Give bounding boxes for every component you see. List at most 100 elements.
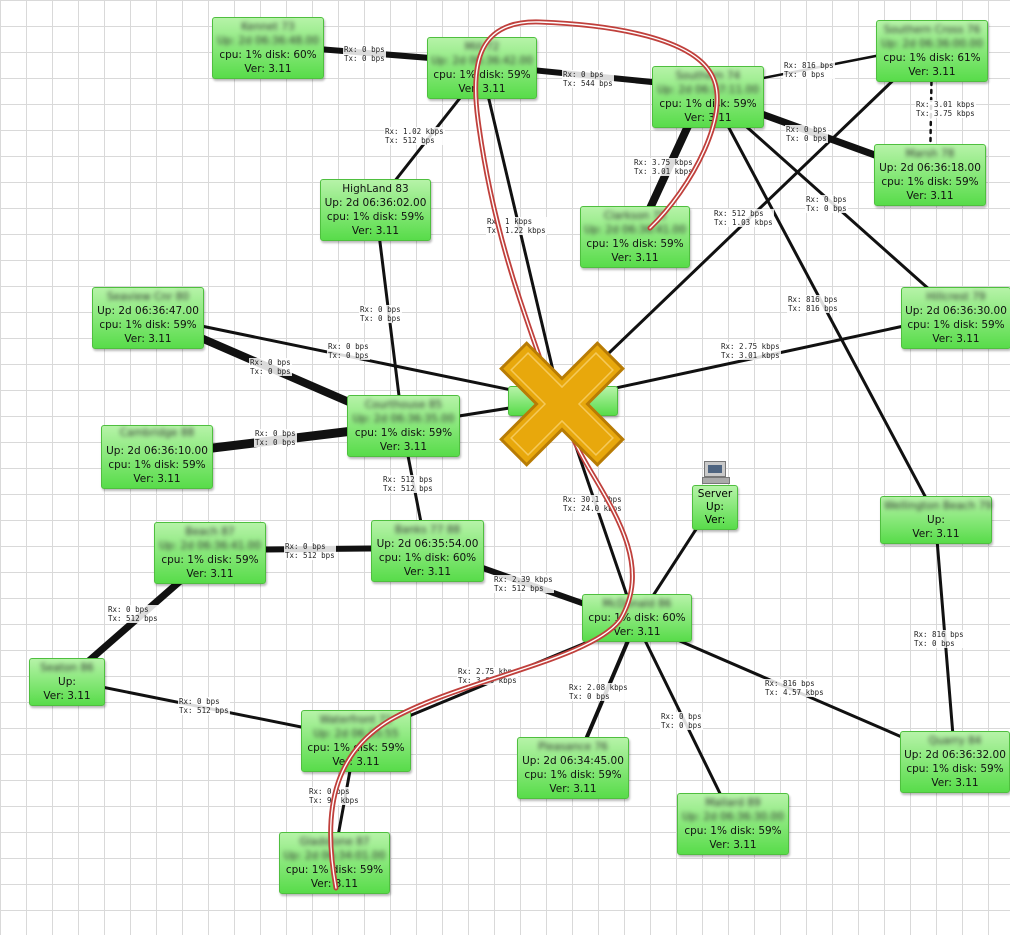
node-line: McDonald 86 [602, 598, 672, 610]
node-line: cpu: 1% disk: 59% [907, 319, 1005, 331]
node-line: Ver: 3.11 [931, 777, 979, 789]
edge-tx-text: Tx: 512 bps [385, 136, 435, 145]
node-southern[interactable]: Southern 74 Up: 2d 06:37:11.00 cpu: 1% dis… [652, 66, 764, 128]
node-line: cpu: 1% disk: 59% [906, 763, 1004, 775]
node-line: Ver: 3.11 [932, 333, 980, 345]
node-line: Up: 2d 06:35:55 [313, 728, 399, 740]
node-line: cpu: 1% disk: 59% [326, 211, 425, 223]
edge-tx-text: Tx: 0 bps [328, 351, 369, 360]
edge-rx-text: Rx: 816 bps [914, 630, 964, 639]
edge-rx-text: Rx: 512 bps [714, 209, 764, 218]
edge-rx-text: Rx: 0 bps [786, 125, 827, 134]
edge-tx-text: Tx: 0 bps [786, 134, 827, 143]
node-hub[interactable]: Hub 81 [508, 386, 618, 416]
node-line: Up: 2d 06:36:18.00 [879, 162, 981, 174]
node-line: cpu: 1% disk: 59% [659, 98, 757, 110]
node-line: Seaton 86 [40, 662, 94, 674]
edge-rx-text: Rx: 0 bps [661, 712, 702, 721]
edge-rx-text: Rx: 512 bps [383, 475, 433, 484]
node-line: Up: 2d 06:34:45.00 [522, 755, 624, 767]
computer-icon [702, 461, 730, 484]
edge-tx-text: Tx: 3.66 kbps [458, 676, 517, 685]
node-line: HighLand 83 [342, 183, 409, 195]
node-server[interactable]: Server Up: Ver: [692, 461, 738, 530]
edge-rx-text: Rx: 816 bps [765, 679, 815, 688]
edge-rx-text: Rx: 30.1 kbps [563, 495, 622, 504]
server-name: Server [697, 488, 733, 500]
node-line: Southern Cross 76 [883, 24, 981, 36]
edge-tx-text: Tx: 0 bps [250, 367, 291, 376]
node-line: cpu: 1% disk: 59% [881, 176, 979, 188]
node-line: Ver: 3.11 [124, 333, 172, 345]
node-line: Waterfront 71 [319, 714, 393, 726]
node-line: Up: 2d 06:36:42.00 [431, 55, 533, 67]
node-line: Up: 2d 06:36:48.00 [217, 35, 319, 47]
node-line: Ver: 3.11 [458, 83, 506, 95]
edge-rx-text: Rx: 0 bps [806, 195, 847, 204]
node-line: Ver: 3.11 [611, 252, 659, 264]
edge-tx-text: Tx: 3.75 kbps [916, 109, 975, 118]
node-line: Southern 74 [675, 70, 741, 82]
node-line: cpu: 1% disk: 59% [433, 69, 531, 81]
node-line: Ver: 3.11 [403, 566, 452, 578]
node-line: Ver: 3.11 [613, 626, 661, 638]
node-line: cpu: 1% disk: 59% [99, 319, 197, 331]
node-line: Banks 77 88 [394, 524, 461, 536]
edge-tx-text: Tx: 0 bps [661, 721, 702, 730]
node-line: Ver: 3.11 [43, 690, 91, 702]
node-line: Ver: 3.11 [549, 783, 597, 795]
node-highland[interactable]: HighLand 83 Up: 2d 06:36:02.00 cpu: 1% dis… [320, 179, 431, 241]
node-line: Up: 2d 06:36:02.00 [324, 197, 427, 209]
node-line: cpu: 1% disk: 59% [307, 742, 405, 754]
edge-tx-text: Tx: 512 bps [179, 706, 229, 715]
node-line: Up: 2d 06:36:41.00 [584, 224, 686, 236]
node-line: Ver: 3.11 [244, 63, 292, 75]
edge-rx-text: Rx: 0 bps [309, 787, 350, 796]
node-line: cpu: 1% disk: 59% [354, 427, 453, 439]
node-line: Cambridge 88 [119, 427, 195, 439]
node-line: Courthouse 85 [364, 399, 443, 411]
edge-tx-text: Tx: 1.22 kbps [487, 226, 546, 235]
edge-rx-text: Rx: 1.02 kbps [385, 127, 444, 136]
node-line: Ver: 3.11 [906, 190, 954, 202]
edge-tx-text: Tx: 0 bps [914, 639, 955, 648]
node-line: cpu: 1% disk: 60% [219, 49, 317, 61]
edge-tx-text: Tx: 96 kbps [309, 796, 359, 805]
edge-tx-text: Tx: 0 bps [569, 692, 610, 701]
node-waterfront[interactable]: Waterfront 71 Up: 2d 06:35:55 cpu: 1% disk… [301, 710, 411, 772]
link-mill-hub[interactable] [480, 68, 562, 402]
edge-rx-text: Rx: 0 bps [250, 358, 291, 367]
node-line: Gladstone 87 [299, 836, 370, 848]
node-line: Ver: 3.11 [709, 839, 757, 851]
edge-rx-text: Rx: 0 bps [285, 542, 326, 551]
node-line: Up: 2d 06:37:11.00 [657, 84, 759, 96]
